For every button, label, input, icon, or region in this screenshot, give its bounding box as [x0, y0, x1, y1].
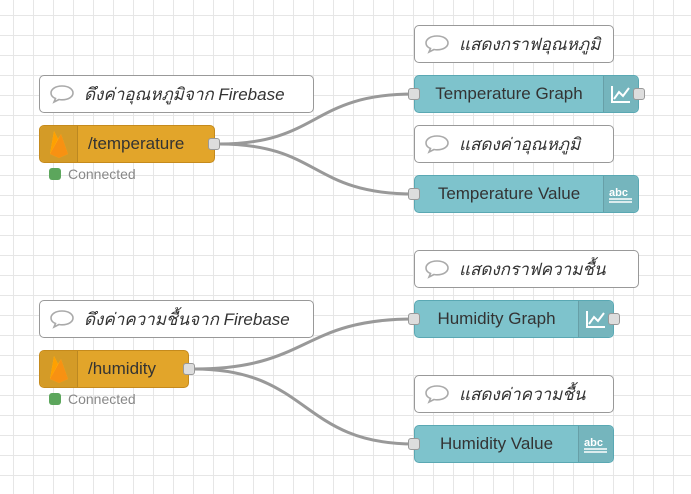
comment-temperature-source[interactable]: ดึงค่าอุณหภูมิจาก Firebase — [39, 75, 314, 113]
comment-label: ดึงค่าอุณหภูมิจาก Firebase — [84, 84, 285, 104]
comment-label: ดึงค่าความชื้นจาก Firebase — [84, 309, 290, 329]
comment-icon — [415, 251, 459, 287]
status-temperature: Connected — [49, 166, 136, 182]
wire-humidity-value[interactable] — [192, 367, 416, 446]
comment-icon — [415, 126, 459, 162]
comment-temperature-graph[interactable]: แสดงกราฟอุณหภูมิ — [414, 25, 614, 63]
comment-humidity-source[interactable]: ดึงค่าความชื้นจาก Firebase — [39, 300, 314, 338]
node-label: /temperature — [88, 134, 185, 153]
output-port-temperature[interactable] — [208, 138, 220, 150]
comment-humidity-graph[interactable]: แสดงกราฟความชื้น — [414, 250, 639, 288]
comment-label: แสดงค่าอุณหภูมิ — [459, 134, 581, 154]
comment-humidity-value[interactable]: แสดงค่าความชื้น — [414, 375, 614, 413]
node-label: Humidity Value — [439, 434, 554, 453]
status-humidity: Connected — [49, 391, 136, 407]
comment-icon — [40, 301, 84, 337]
comment-label: แสดงค่าความชื้น — [459, 384, 586, 404]
comment-icon — [415, 376, 459, 412]
input-port-temperature-value[interactable] — [408, 188, 420, 200]
wire-humidity-graph[interactable] — [192, 317, 416, 371]
node-label: Temperature Graph — [435, 84, 583, 103]
abc-text-icon: abc — [603, 176, 638, 212]
chart-icon — [603, 76, 638, 112]
output-port-humidity[interactable] — [183, 363, 195, 375]
text-node-temperature-value[interactable]: Temperature Value abc — [414, 175, 639, 213]
firebase-icon — [40, 351, 78, 387]
node-label: /humidity — [88, 359, 157, 378]
wire-temperature-graph[interactable] — [217, 92, 416, 146]
text-node-humidity-value[interactable]: Humidity Value abc — [414, 425, 614, 463]
chart-icon — [578, 301, 613, 337]
input-port-temperature-graph[interactable] — [408, 88, 420, 100]
output-port-temperature-graph[interactable] — [633, 88, 645, 100]
svg-text:abc: abc — [584, 437, 603, 449]
firebase-node-temperature[interactable]: /temperature — [39, 125, 215, 163]
chart-node-temperature-graph[interactable]: Temperature Graph — [414, 75, 639, 113]
status-dot — [49, 168, 61, 180]
comment-icon — [415, 26, 459, 62]
wire-temperature-value[interactable] — [217, 142, 416, 196]
node-label: Humidity Graph — [437, 309, 556, 328]
firebase-node-humidity[interactable]: /humidity — [39, 350, 189, 388]
comment-icon — [40, 76, 84, 112]
firebase-icon — [40, 126, 78, 162]
svg-text:abc: abc — [609, 187, 628, 199]
chart-node-humidity-graph[interactable]: Humidity Graph — [414, 300, 614, 338]
comment-label: แสดงกราฟอุณหภูมิ — [459, 34, 601, 54]
input-port-humidity-value[interactable] — [408, 438, 420, 450]
status-text: Connected — [68, 391, 136, 407]
status-dot — [49, 393, 61, 405]
input-port-humidity-graph[interactable] — [408, 313, 420, 325]
abc-text-icon: abc — [578, 426, 613, 462]
comment-temperature-value[interactable]: แสดงค่าอุณหภูมิ — [414, 125, 614, 163]
comment-label: แสดงกราฟความชื้น — [459, 259, 606, 279]
status-text: Connected — [68, 166, 136, 182]
node-label: Temperature Value — [437, 184, 581, 203]
output-port-humidity-graph[interactable] — [608, 313, 620, 325]
